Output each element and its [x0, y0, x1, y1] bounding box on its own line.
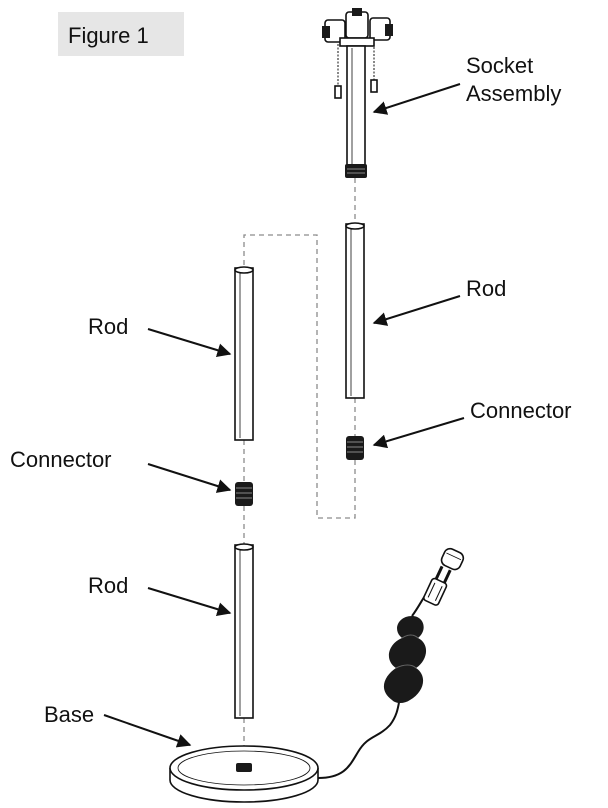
- assembly-guide-lines: [243, 178, 356, 765]
- label-base-text: Base: [44, 702, 94, 727]
- label-rod-right-text: Rod: [466, 276, 506, 301]
- socket-connector: [345, 164, 367, 178]
- connector-right: [346, 436, 364, 460]
- label-socket-assembly: Socket Assembly: [372, 53, 561, 115]
- label-connector-right: Connector: [372, 398, 572, 449]
- arrow-rod-left-lower: [147, 587, 232, 617]
- label-rod-left-lower: Rod: [88, 573, 232, 617]
- label-base: Base: [44, 702, 192, 748]
- label-connector-left-text: Connector: [10, 447, 112, 472]
- plug: [423, 565, 452, 606]
- label-rod-left-upper: Rod: [88, 314, 232, 358]
- socket-assembly: [322, 8, 393, 178]
- arrow-rod-right: [372, 295, 461, 326]
- arrow-connector-left: [147, 463, 232, 493]
- cord-coil: [383, 616, 427, 703]
- rod-left-upper: [234, 266, 254, 441]
- figure-title: Figure 1: [68, 23, 149, 48]
- plug-cover: [440, 547, 465, 571]
- label-rod-left-lower-text: Rod: [88, 573, 128, 598]
- rod-left-lower: [234, 543, 254, 719]
- label-socket: Socket: [466, 53, 533, 78]
- figure-title-box: Figure 1: [58, 12, 184, 56]
- base-connector: [236, 763, 252, 772]
- socket-stem: [346, 45, 366, 167]
- arrow-base: [103, 714, 192, 748]
- label-rod-left-upper-text: Rod: [88, 314, 128, 339]
- label-assembly: Assembly: [466, 81, 561, 106]
- arrow-socket-assembly: [372, 83, 461, 115]
- connector-left: [235, 482, 253, 506]
- arrow-rod-left-upper: [147, 328, 232, 358]
- label-connector-left: Connector: [10, 447, 232, 493]
- label-connector-right-text: Connector: [470, 398, 572, 423]
- label-rod-right: Rod: [372, 276, 506, 326]
- base: [169, 745, 319, 803]
- power-cord: [317, 593, 427, 779]
- arrow-connector-right: [372, 417, 465, 449]
- rod-right: [345, 222, 365, 399]
